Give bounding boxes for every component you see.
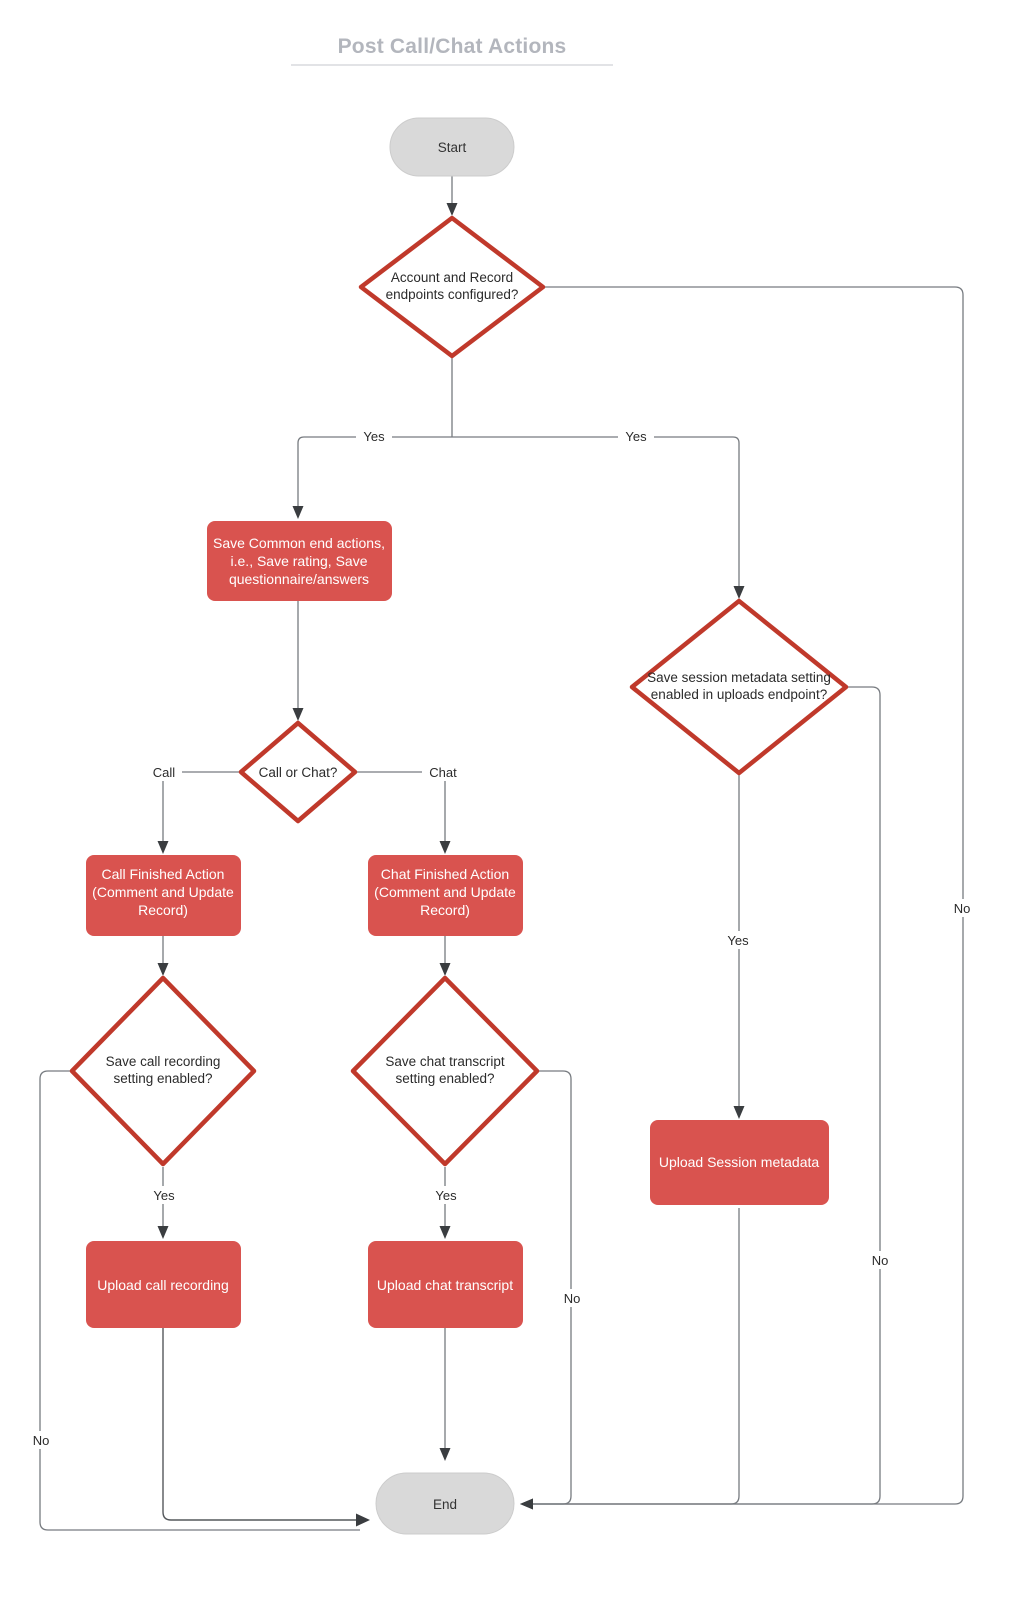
edge-endpoints-no — [531, 286, 964, 1505]
node-process-chat-finished[interactable]: Chat Finished Action (Comment and Update… — [368, 855, 523, 936]
process-save-common-line-1: Save Common end actions, — [213, 535, 385, 551]
decision-call-or-chat-label: Call or Chat? — [259, 765, 338, 780]
page-title: Post Call/Chat Actions — [338, 35, 567, 58]
process-call-finished-line-3: Record) — [138, 902, 188, 918]
end-shape — [375, 1472, 515, 1535]
process-upload-call-recording-shape — [86, 1241, 241, 1328]
edge-endpoints-yes-right — [452, 436, 740, 588]
process-upload-call-recording-label: Upload call recording — [97, 1277, 229, 1293]
edge-label-callchat-chat: Chat — [429, 765, 457, 780]
process-call-finished-line-1: Call Finished Action — [102, 866, 225, 882]
edge-callchat-chat — [355, 771, 446, 843]
process-upload-chat-transcript-label: Upload chat transcript — [377, 1277, 513, 1293]
arrowhead-end-right-b — [520, 1498, 533, 1510]
node-decision-save-chat-transcript[interactable]: Save chat transcript setting enabled? — [350, 975, 540, 1167]
node-end[interactable]: End — [375, 1472, 515, 1535]
edge-sessmeta-no — [531, 686, 881, 1505]
decision-call-or-chat-shape — [238, 720, 358, 824]
process-chat-finished-line-2: (Comment and Update — [374, 884, 516, 900]
process-chat-finished-line-1: Chat Finished Action — [381, 866, 509, 882]
edge-label-layer: Yes Yes No Call Chat Yes No Yes No Yes N… — [25, 427, 978, 1449]
process-call-finished-shape — [86, 855, 241, 936]
end-label: End — [433, 1497, 457, 1512]
edge-endpoints-yes-left — [297, 436, 452, 508]
label-bg-5 — [422, 763, 464, 781]
decision-save-chat-transcript-line-2: setting enabled? — [395, 1071, 494, 1086]
edge-callrec-no — [39, 1070, 360, 1531]
node-process-call-finished[interactable]: Call Finished Action (Comment and Update… — [86, 855, 241, 936]
label-bg-8 — [428, 1186, 464, 1204]
label-bg-2 — [618, 427, 654, 445]
arrowhead-endpoints — [446, 203, 458, 216]
node-decision-save-call-recording[interactable]: Save call recording setting enabled? — [69, 975, 257, 1167]
decision-endpoints-line-1: Account and Record — [391, 270, 513, 285]
edge-label-callrec-no: No — [33, 1433, 50, 1448]
label-bg-3 — [946, 899, 978, 917]
node-process-upload-chat-transcript[interactable]: Upload chat transcript — [368, 1241, 523, 1328]
node-process-upload-session-metadata[interactable]: Upload Session metadata — [650, 1120, 829, 1205]
edge-label-callchat-call: Call — [153, 765, 176, 780]
edge-chattrans-no — [531, 1070, 572, 1505]
arrowhead-end-left — [356, 1513, 370, 1527]
arrowhead-sessmeta — [733, 586, 745, 599]
process-upload-session-metadata-shape — [650, 1120, 829, 1205]
arrowhead-upchat — [439, 1226, 451, 1239]
process-save-common-line-3: questionnaire/answers — [229, 571, 369, 587]
edge-label-endpoints-yes-left: Yes — [363, 429, 385, 444]
decision-endpoints-shape — [358, 215, 546, 359]
decision-save-chat-transcript-shape — [350, 975, 540, 1167]
decision-save-session-metadata-shape — [629, 598, 849, 776]
process-chat-finished-shape — [368, 855, 523, 936]
arrowhead-callrec — [157, 963, 169, 976]
edge-callchat-call — [162, 771, 241, 843]
edge-label-sessmeta-no: No — [872, 1253, 889, 1268]
edge-label-chattrans-no: No — [564, 1291, 581, 1306]
node-decision-call-or-chat[interactable]: Call or Chat? — [238, 720, 358, 824]
label-bg-4 — [146, 763, 182, 781]
arrowhead-callfin — [157, 841, 169, 854]
edge-upcall-to-end — [162, 1328, 358, 1521]
label-bg-6 — [146, 1186, 182, 1204]
process-upload-chat-transcript-shape — [368, 1241, 523, 1328]
edge-upmeta-to-end — [531, 1208, 740, 1505]
label-bg-10 — [720, 931, 756, 949]
node-decision-endpoints[interactable]: Account and Record endpoints configured? — [358, 215, 546, 359]
edge-label-endpoints-yes-right: Yes — [625, 429, 647, 444]
process-upload-session-metadata-label: Upload Session metadata — [659, 1154, 820, 1170]
process-save-common-line-2: i.e., Save rating, Save — [231, 553, 368, 569]
arrowhead-common — [292, 506, 304, 519]
arrowhead-end-top — [439, 1448, 451, 1461]
node-process-upload-call-recording[interactable]: Upload call recording — [86, 1241, 241, 1328]
arrowhead-chatfin — [439, 841, 451, 854]
process-chat-finished-line-3: Record) — [420, 902, 470, 918]
start-label: Start — [438, 140, 467, 155]
node-decision-save-session-metadata[interactable]: Save session metadata setting enabled in… — [629, 598, 849, 776]
decision-save-call-recording-shape — [69, 975, 257, 1167]
decision-save-session-metadata-line-2: enabled in uploads endpoint? — [651, 687, 827, 702]
edge-label-chattrans-yes: Yes — [435, 1188, 457, 1203]
start-shape — [389, 117, 515, 177]
arrowhead-callchat — [292, 708, 304, 721]
node-start[interactable]: Start — [389, 117, 515, 177]
arrowhead-upcall — [157, 1226, 169, 1239]
node-process-save-common[interactable]: Save Common end actions, i.e., Save rati… — [207, 521, 392, 601]
decision-save-session-metadata-line-1: Save session metadata setting — [647, 670, 831, 685]
label-bg-1 — [356, 427, 392, 445]
edge-label-endpoints-no: No — [954, 901, 971, 916]
label-bg-9 — [556, 1289, 588, 1307]
arrowhead-upmeta — [733, 1106, 745, 1119]
process-call-finished-line-2: (Comment and Update — [92, 884, 234, 900]
arrowhead-chattrans — [439, 963, 451, 976]
decision-endpoints-line-2: endpoints configured? — [386, 287, 519, 302]
edge-label-callrec-yes: Yes — [153, 1188, 175, 1203]
process-save-common-shape — [207, 521, 392, 601]
decision-save-call-recording-line-1: Save call recording — [106, 1054, 221, 1069]
label-bg-7 — [25, 1431, 57, 1449]
edge-label-sessmeta-yes: Yes — [727, 933, 749, 948]
label-bg-11 — [864, 1251, 896, 1269]
decision-save-call-recording-line-2: setting enabled? — [113, 1071, 212, 1086]
decision-save-chat-transcript-line-1: Save chat transcript — [385, 1054, 505, 1069]
